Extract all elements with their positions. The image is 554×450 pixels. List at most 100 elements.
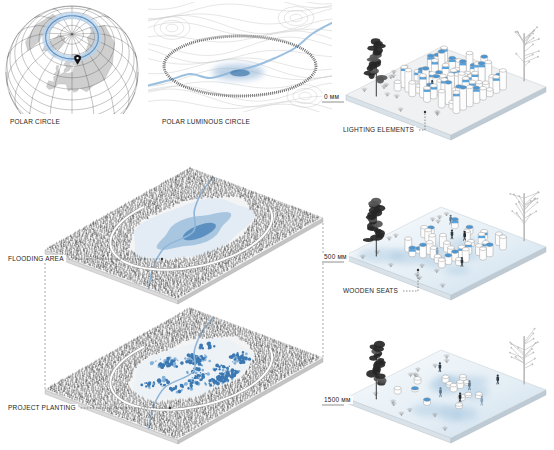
contour-loop — [290, 14, 302, 22]
light-post-top — [438, 258, 445, 262]
tree-crown — [371, 38, 381, 44]
light-post-top — [478, 62, 485, 66]
shrub — [389, 237, 391, 241]
person-head — [439, 387, 441, 389]
shrub — [445, 359, 447, 363]
light-post-top — [482, 81, 489, 85]
shrub — [438, 220, 440, 224]
shrub — [363, 256, 366, 259]
dimension-label: 0 мм — [322, 93, 341, 101]
tree-trunk — [524, 33, 525, 81]
person-body — [461, 259, 464, 263]
tree-branch — [512, 357, 525, 363]
shrub — [420, 277, 423, 280]
light-post-top — [469, 80, 476, 84]
shrub — [397, 95, 399, 99]
shrub — [386, 84, 389, 87]
person-legs — [481, 402, 483, 406]
shrub — [391, 263, 393, 267]
light-post-top — [424, 398, 431, 402]
person-legs — [468, 387, 470, 391]
light-post-top — [426, 240, 433, 244]
globe-sphere — [6, 6, 138, 114]
light-post-top — [486, 88, 493, 92]
person-body — [451, 232, 454, 236]
shrub — [409, 373, 411, 377]
light-post-top — [478, 232, 485, 236]
shrub — [443, 284, 446, 287]
light-post-top — [472, 71, 479, 75]
shrub — [392, 402, 394, 406]
tree-leaf — [537, 201, 539, 203]
tree-branch — [524, 339, 533, 345]
contour-line — [148, 16, 332, 34]
tree-crown — [371, 198, 382, 205]
forest — [50, 307, 318, 436]
shrub — [435, 414, 438, 417]
light-post — [409, 82, 416, 96]
tree-trunk — [524, 336, 525, 384]
person-head — [481, 396, 483, 398]
tree-leaf — [515, 203, 517, 205]
tree-leaf — [537, 341, 539, 343]
tree-leaf — [517, 31, 519, 33]
tree-branch — [517, 32, 524, 42]
person-head — [464, 231, 466, 233]
light-post-top — [433, 74, 440, 78]
shrub — [417, 273, 419, 277]
light-post-top — [424, 86, 431, 90]
shrub — [447, 355, 450, 358]
shrub — [415, 273, 417, 277]
light-post-top — [422, 67, 429, 71]
shrub — [391, 264, 394, 267]
contour-line — [148, 8, 332, 24]
tree-leaf — [510, 347, 512, 349]
light-post-top — [453, 91, 460, 95]
light-post-top — [486, 243, 493, 247]
light-post-top — [444, 241, 451, 245]
person-body — [496, 377, 499, 381]
tree-leaf — [534, 358, 536, 360]
light-post-top — [500, 235, 507, 239]
shrub — [443, 284, 445, 288]
tree-leaf — [533, 29, 535, 31]
shrub — [386, 83, 388, 87]
shrub — [400, 412, 402, 416]
callout-label: WOODEN SEATS — [341, 287, 400, 295]
shrub — [441, 284, 443, 288]
light-post-top — [464, 229, 471, 233]
tree-branch — [524, 359, 535, 366]
tree-branch — [524, 51, 539, 56]
tree-branch — [524, 192, 538, 205]
graticule — [6, 6, 138, 114]
shrub — [420, 276, 422, 280]
person-body — [459, 395, 462, 399]
tree-branch — [516, 204, 524, 217]
callout-label: PROJECT PLANTING — [6, 404, 78, 412]
light-post-top — [409, 81, 416, 85]
globe — [6, 6, 138, 114]
shrub — [416, 368, 418, 372]
person-head — [436, 248, 438, 250]
tree-leaf — [529, 34, 531, 36]
shrub — [445, 428, 448, 431]
contour-line — [148, 100, 332, 110]
leader-line — [81, 408, 170, 409]
tree-leaf — [538, 38, 540, 40]
shrub — [393, 75, 396, 78]
shrub — [396, 235, 399, 238]
river — [148, 22, 332, 86]
shrub — [387, 93, 389, 97]
light-post-top — [436, 70, 443, 74]
light-post-top — [485, 60, 492, 64]
light-post-top — [456, 403, 463, 407]
tree-leaf — [515, 356, 517, 358]
shrub — [410, 408, 412, 412]
shrub — [401, 412, 403, 416]
tree-leaf — [532, 54, 534, 56]
tree-branch — [524, 27, 537, 39]
light-post-top — [448, 73, 455, 77]
light-post-top — [429, 234, 436, 238]
tree-leaf — [532, 32, 534, 34]
leader-dot — [424, 111, 426, 113]
